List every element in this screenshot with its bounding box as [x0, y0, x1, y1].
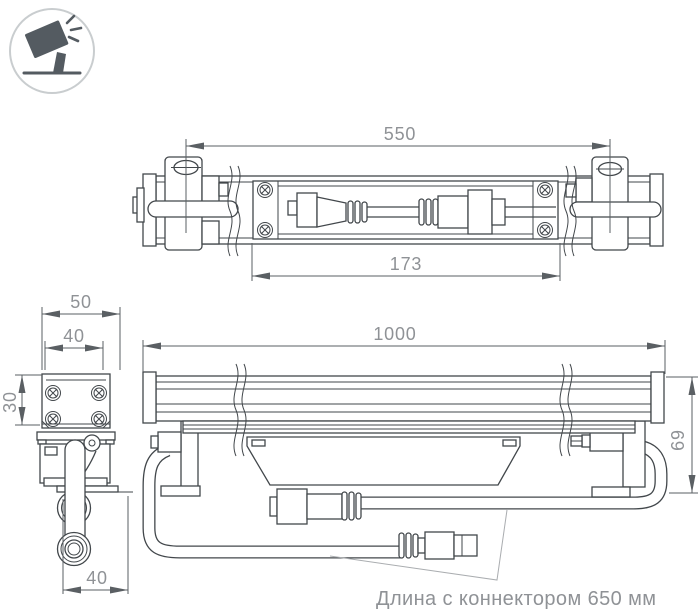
junction-box [246, 436, 521, 486]
dim-30-label: 30 [0, 391, 20, 413]
cable-left-loop [142, 443, 402, 559]
top-view: 550 173 [132, 124, 664, 281]
front-cap-right [650, 371, 665, 424]
note-leader-lines [329, 509, 508, 581]
dim-173: 173 [251, 243, 561, 281]
screw-icons [257, 182, 553, 238]
cable-right-loop [356, 440, 668, 510]
dim-550: 550 [185, 124, 611, 233]
dim-30: 30 [0, 374, 42, 426]
icon-head [25, 20, 69, 58]
dim-173-label: 173 [390, 254, 422, 274]
dim-550-label: 550 [384, 124, 416, 144]
dim-50-label: 50 [70, 292, 92, 312]
side-view: 50 40 30 40 [0, 292, 133, 594]
icon-pole [53, 52, 66, 73]
dim-50: 50 [41, 292, 121, 370]
dim-1000: 1000 [142, 324, 666, 374]
connector-upper [269, 488, 362, 525]
front-view: 1000 69 Длина с коннектором 650 мм [142, 324, 698, 610]
dim-1000-label: 1000 [373, 324, 416, 344]
icon-light-rays [65, 14, 83, 43]
break-lines-top [227, 165, 577, 257]
lens-band [182, 420, 636, 434]
internal-connectors [287, 189, 556, 235]
front-bar [155, 375, 652, 422]
mounting-bracket-right-front [570, 420, 646, 498]
mounting-bracket-left-front [150, 420, 201, 497]
dim-40-top-label: 40 [63, 326, 85, 346]
side-cable [56, 439, 92, 567]
break-lines-front [233, 363, 573, 457]
dim-69-label: 69 [668, 429, 688, 451]
dim-40-bottom-label: 40 [86, 568, 108, 588]
note-caption: Длина с коннектором 650 мм [376, 588, 656, 610]
floodlight-icon [9, 8, 95, 94]
cable-top-left [147, 200, 239, 218]
dim-40-bottom: 40 [62, 496, 129, 594]
cable-top-right [569, 201, 662, 218]
dim-40-top: 40 [44, 326, 104, 370]
dim-69: 69 [666, 376, 698, 494]
end-stub-left [132, 187, 145, 223]
profile-screws [45, 385, 107, 427]
connector-lower [398, 531, 478, 560]
front-cap-left [142, 371, 157, 424]
